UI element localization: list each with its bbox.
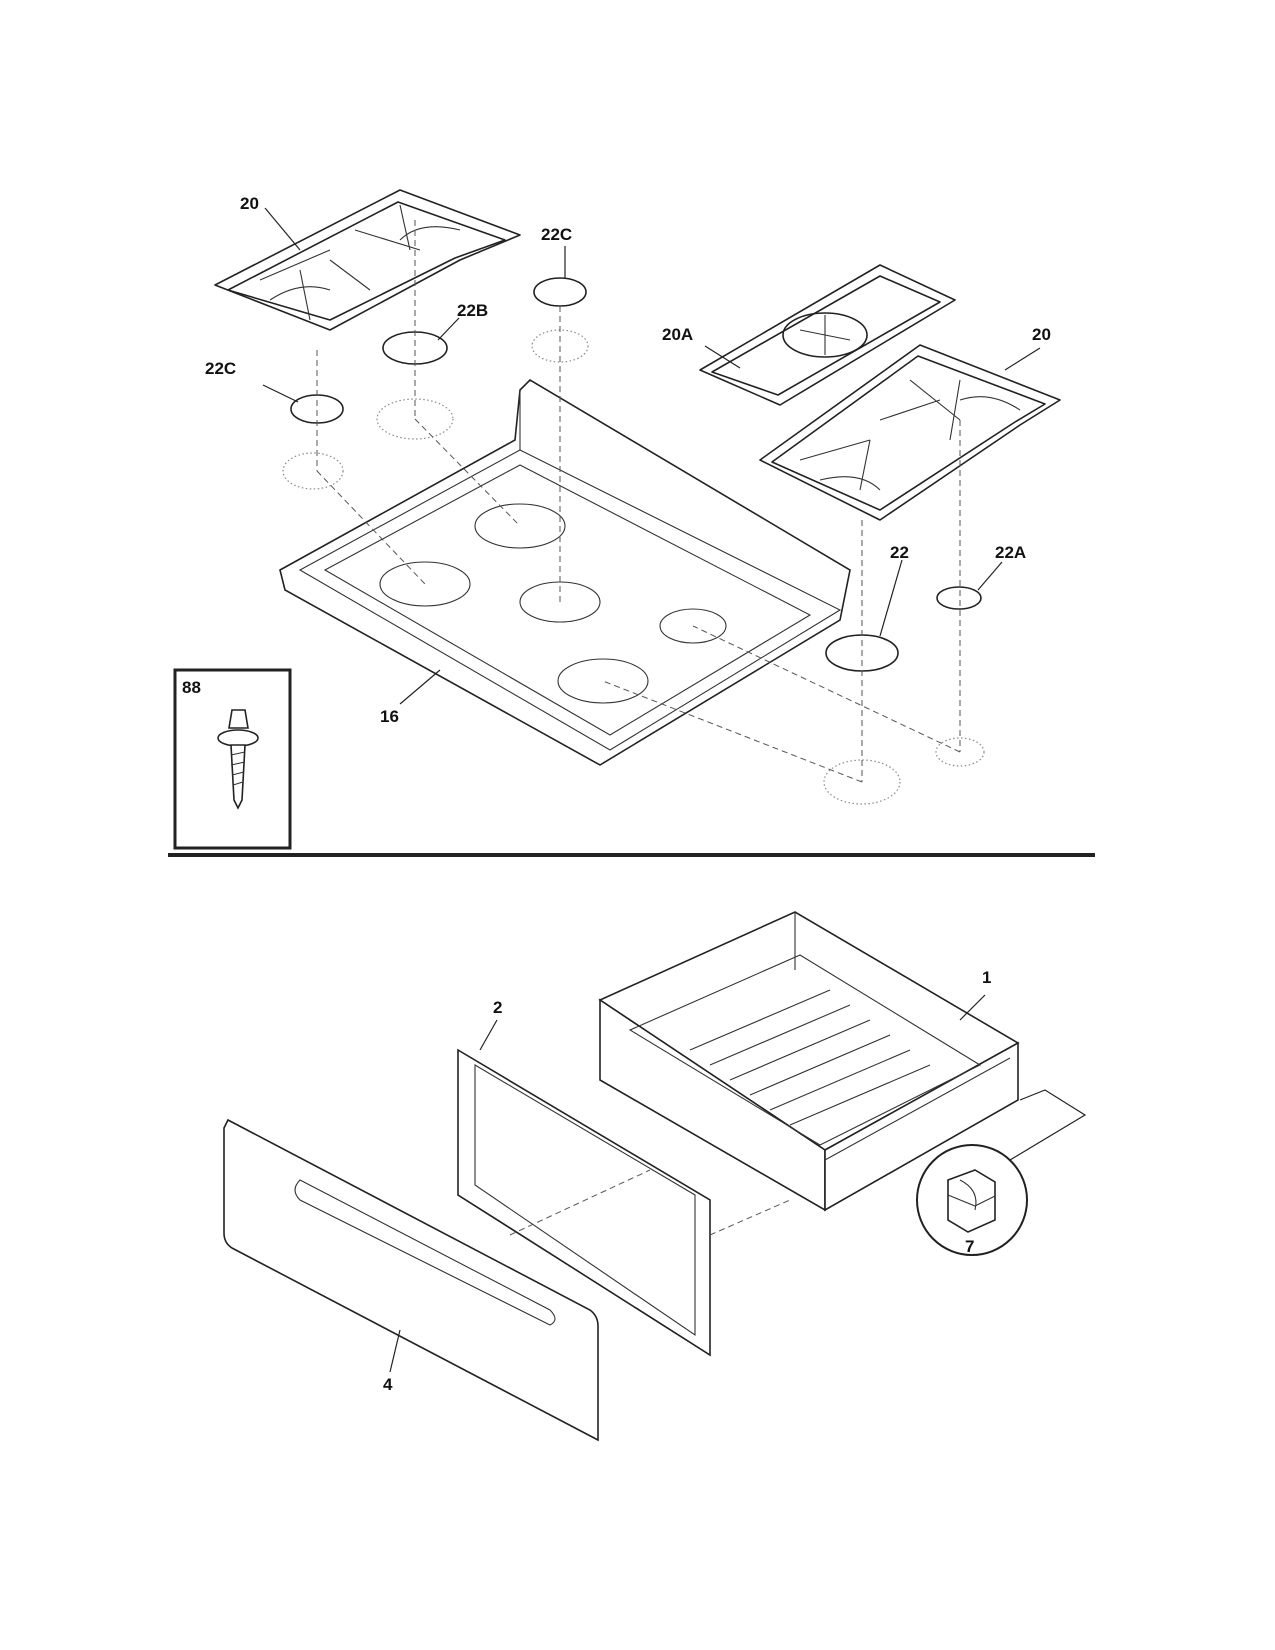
callout-cap-right-large: 22: [890, 543, 909, 562]
drawer-body: [598, 911, 1020, 1212]
burner-cap-22c-left: [290, 394, 344, 424]
leader-drawer-liner: [479, 1019, 498, 1051]
callout-grate-center: 20A: [662, 325, 693, 344]
drawer-front: [223, 1118, 599, 1442]
drawer-alignment-line-1: [509, 1169, 651, 1236]
callout-drawer-front: 4: [383, 1375, 393, 1394]
callout-drawer-liner: 2: [493, 998, 502, 1017]
callout-grate-right: 20: [1032, 325, 1051, 344]
grate-right: [759, 344, 1061, 521]
callout-cap-left-medium: 22B: [457, 301, 488, 320]
alignment-lines: [316, 220, 961, 783]
screw-inset: [173, 668, 292, 850]
callout-cap-right-small: 22A: [995, 543, 1026, 562]
callout-grate-left: 20: [240, 194, 259, 213]
cooktop-panel: [279, 378, 851, 766]
burner-cap-22a: [936, 586, 982, 610]
drawer-alignment-line-2: [709, 1199, 791, 1236]
callout-drawer-body: 1: [982, 968, 991, 987]
callout-screw: 88: [182, 678, 201, 697]
callout-cap-back-small: 22C: [541, 225, 572, 244]
burner-cap-22c-back: [533, 277, 587, 307]
clip-detail: [916, 1089, 1087, 1256]
leader-drawer-front: [389, 1329, 401, 1373]
grate-center: [699, 264, 956, 406]
drawer-liner: [457, 1048, 711, 1357]
drawer-section: 1 2 4 7: [223, 911, 1087, 1442]
cooktop-section: 20 22C 22B 22C 20A 20 22 22A 16 88: [173, 189, 1061, 850]
grate-left: [214, 189, 521, 331]
leader-drawer-body: [959, 994, 986, 1021]
callout-cap-left-small: 22C: [205, 359, 236, 378]
callout-clip: 7: [965, 1237, 974, 1256]
callout-cooktop: 16: [380, 707, 399, 726]
burner-cap-22b: [382, 331, 448, 365]
leader-lines: [262, 207, 1041, 705]
